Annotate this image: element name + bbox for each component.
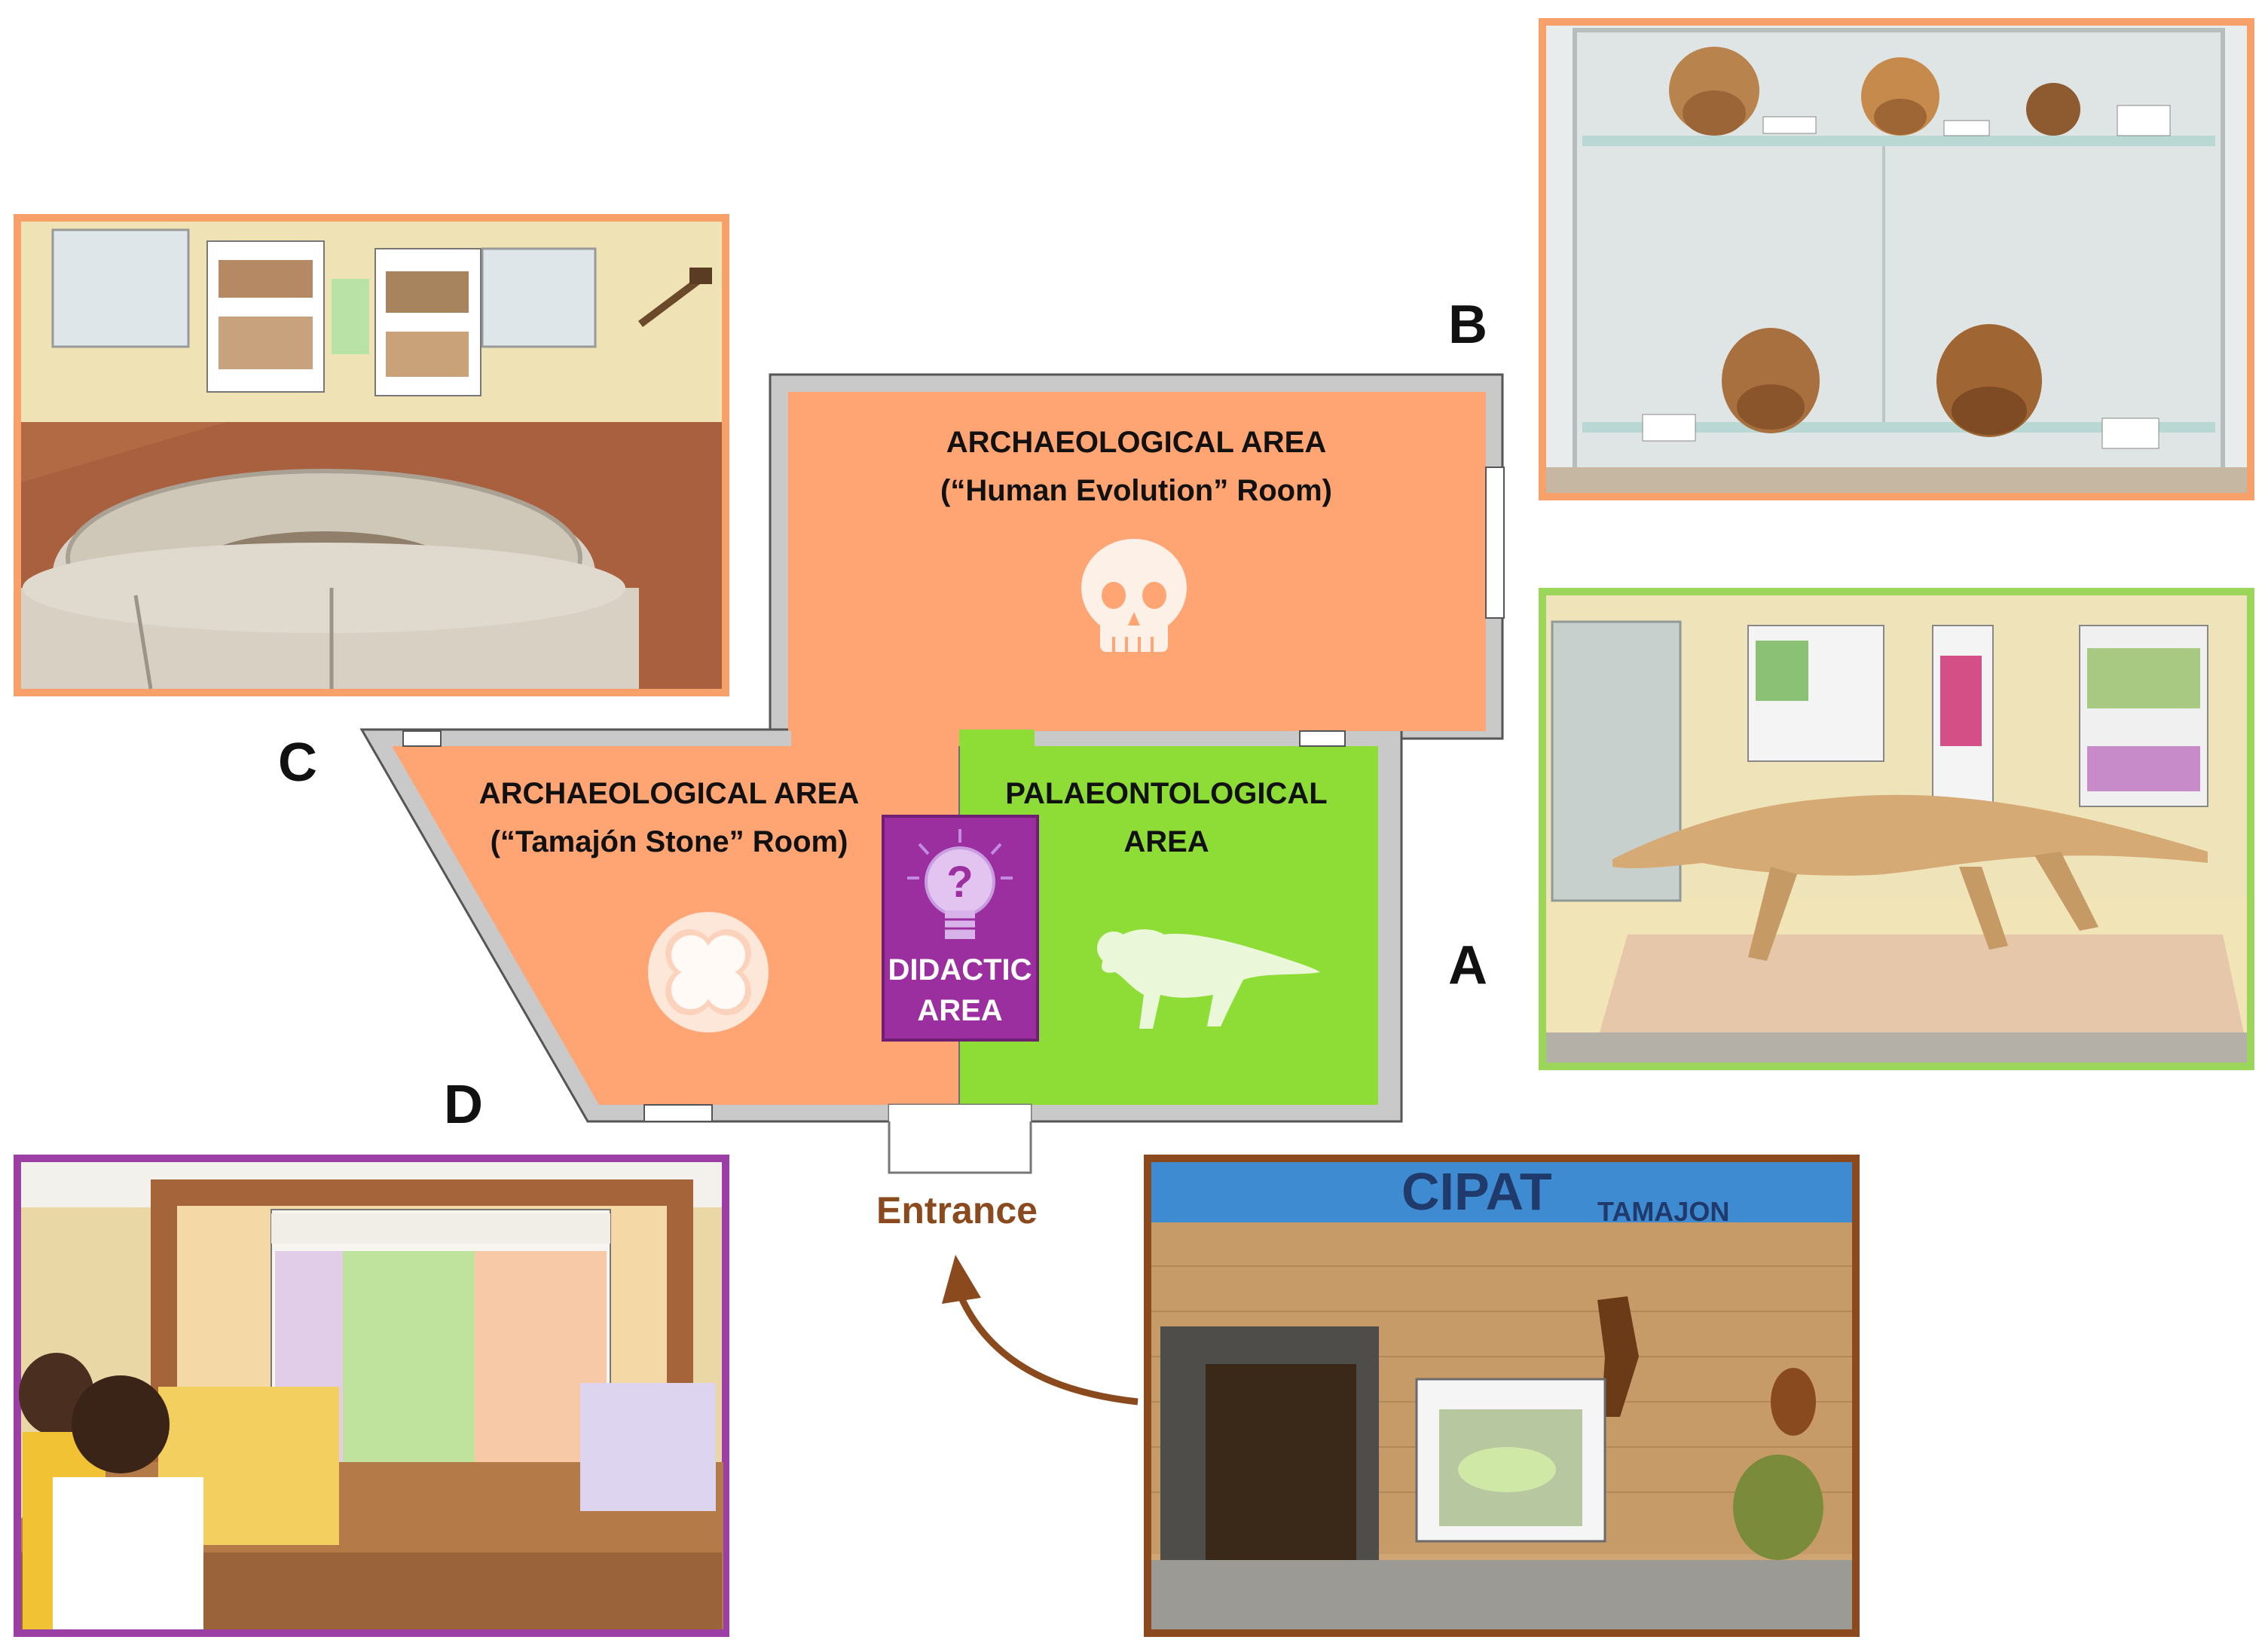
photo-reptile-model <box>1539 588 2254 1070</box>
photo-stone-room <box>14 214 729 696</box>
photo-didactic-panel <box>14 1155 729 1637</box>
palaeontological-title: PALAEONTOLOGICAL <box>1005 777 1327 810</box>
human-evolution-subtitle: (“Human Evolution” Room) <box>940 474 1332 507</box>
svg-text:?: ? <box>946 858 973 907</box>
lightbulb-question-icon: ? <box>907 829 1013 939</box>
palaeontological-subtitle: AREA <box>1123 825 1209 858</box>
tamajon-title: ARCHAEOLOGICAL AREA <box>479 777 859 810</box>
entrance-arrow <box>942 1255 1139 1406</box>
skull-icon <box>1081 539 1187 652</box>
dinosaur-skeleton-icon <box>1097 929 1320 1029</box>
entrance-label: Entrance <box>876 1189 1038 1231</box>
didactic-line2: AREA <box>917 994 1002 1027</box>
human-evolution-title: ARCHAEOLOGICAL AREA <box>946 426 1326 459</box>
facade-sign-text: CIPAT <box>1401 1162 1552 1221</box>
corner-label-a: A <box>1448 935 1487 996</box>
photo-skulls-showcase <box>1539 18 2254 500</box>
photo-museum-facade: CIPAT TAMAJON <box>1144 1155 1860 1637</box>
didactic-line1: DIDACTIC <box>888 953 1032 987</box>
corner-label-b: B <box>1448 295 1487 355</box>
quatrefoil-stone-icon <box>648 912 769 1032</box>
corner-label-c: C <box>278 733 317 793</box>
corner-label-d: D <box>444 1075 483 1135</box>
facade-sign-subtext: TAMAJON <box>1597 1196 1729 1227</box>
tamajon-subtitle: (“Tamajón Stone” Room) <box>491 825 848 858</box>
